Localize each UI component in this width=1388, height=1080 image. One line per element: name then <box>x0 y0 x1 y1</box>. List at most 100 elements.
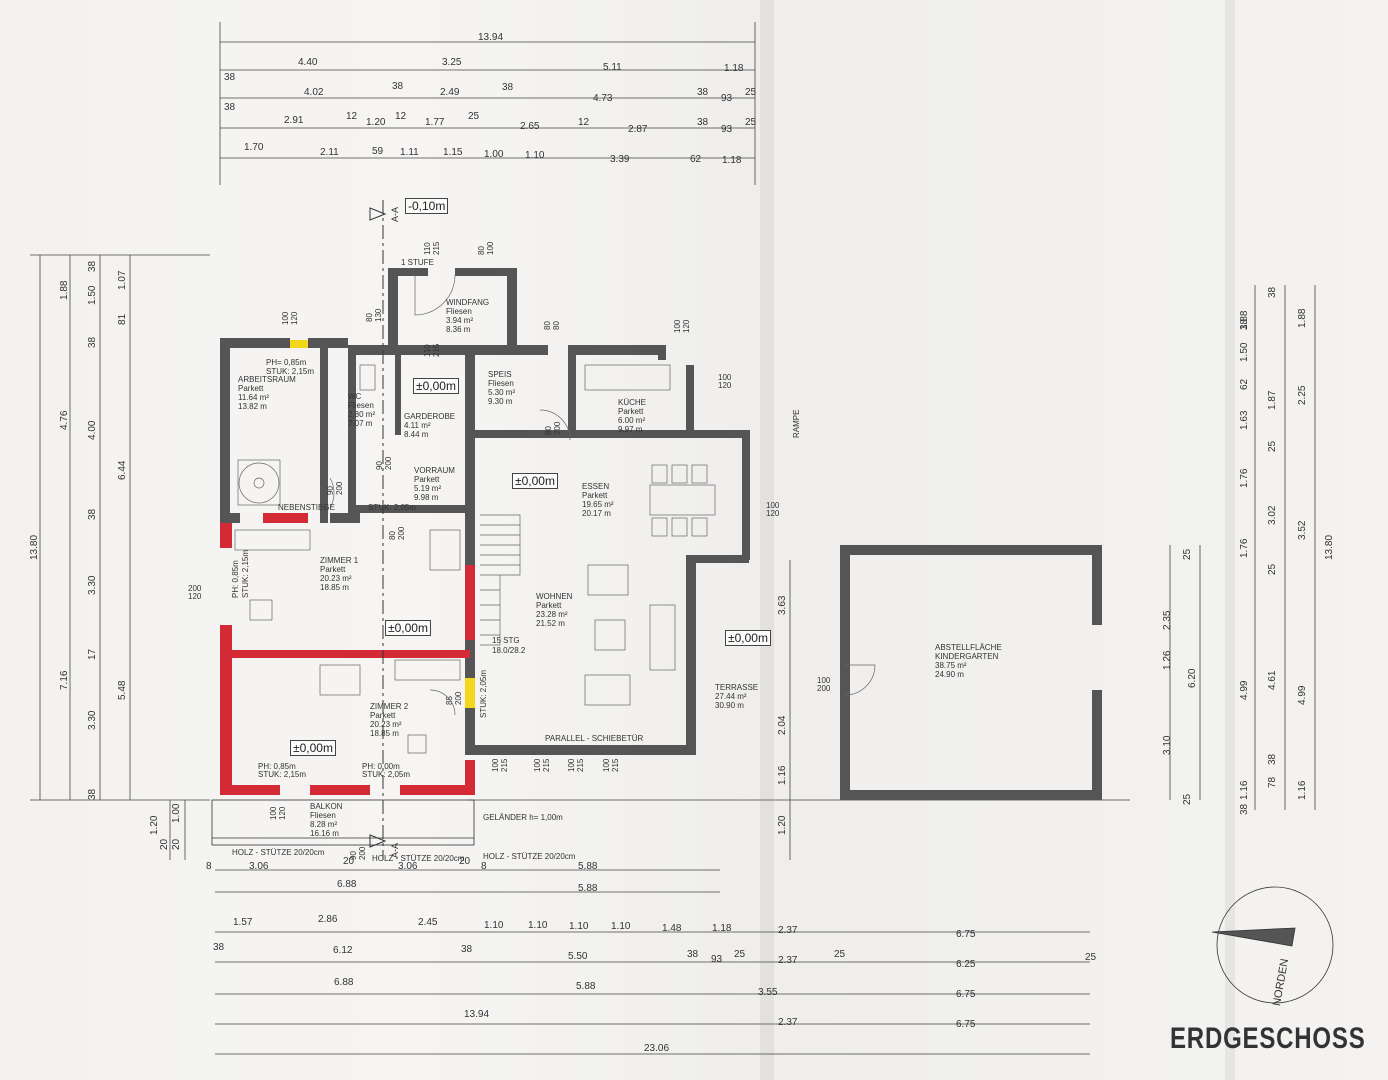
opening-size-label: 120 <box>682 319 691 333</box>
opening-size-label: 200 <box>188 584 202 593</box>
dimension-label-right: 1.16 <box>1239 780 1250 800</box>
dimension-label-right: 1.76 <box>1239 468 1250 488</box>
dimension-label-top: 3.25 <box>442 57 462 68</box>
dimension-label-top: 1.70 <box>244 142 264 153</box>
dimension-label-bottom: 3.55 <box>758 987 778 998</box>
opening-size-label: 100 <box>766 501 780 510</box>
section-marker-icon <box>369 834 387 848</box>
opening-size-label: 100 <box>533 758 542 772</box>
dimension-label-left: 4.76 <box>59 410 70 430</box>
level-marker-essen: ±0,00m <box>512 473 558 489</box>
opening-size-label: 100 <box>281 311 290 325</box>
dimension-label-bottom: 5.88 <box>578 861 598 872</box>
dimension-label-top: 12 <box>346 111 358 122</box>
dimension-label-right: 25 <box>1267 563 1278 575</box>
label-ph-zimmer1: PH: 0,85m <box>231 560 240 598</box>
paper-fold <box>1225 0 1235 1080</box>
dimension-label-right: 2.25 <box>1297 385 1308 405</box>
dimension-label-bottom: 20 <box>459 856 471 867</box>
opening-size-label: 80 <box>365 313 374 322</box>
opening-size-label: 80 <box>388 531 397 540</box>
dimension-label-right: 78 <box>1267 776 1278 788</box>
label-stairs: 15 STG <box>492 636 520 645</box>
dimension-label-right: 25 <box>1267 440 1278 452</box>
level-marker-garderobe: ±0,00m <box>413 378 459 394</box>
dimension-label-left: 1.88 <box>59 280 70 300</box>
dimension-label-bottom: 5.88 <box>576 981 596 992</box>
dimension-label-terrace: 2.04 <box>777 715 788 735</box>
dimension-label-top: 4.02 <box>304 87 324 98</box>
room-essen: ESSEN Parkett 19.65 m² 20.17 m <box>582 482 614 518</box>
opening-size-label: 200 <box>358 846 367 860</box>
opening-size-label: 130 <box>374 308 383 322</box>
dimension-label-bottom: 3.06 <box>249 861 269 872</box>
opening-size-label: 100 <box>269 806 278 820</box>
opening-size-label: 110 <box>423 344 432 357</box>
dimension-label-bottom: 6.88 <box>337 879 357 890</box>
label-nebenstiege: NEBENSTIEGE <box>278 503 335 512</box>
dimension-label-left: 38 <box>87 260 98 272</box>
dimension-label-bottom: 38 <box>687 949 699 960</box>
opening-size-label: 200 <box>335 481 344 495</box>
dimension-label-top: 12 <box>395 111 407 122</box>
yellow-openings <box>290 340 475 708</box>
dimension-label-terrace: 1.16 <box>777 765 788 785</box>
dimension-label-right: 13.80 <box>1324 534 1335 560</box>
dimension-label-top: 1.00 <box>484 149 504 160</box>
dimension-label-top: 38 <box>697 87 709 98</box>
dimension-label-terrace: 3.63 <box>777 595 788 615</box>
dimension-label-left: 6.44 <box>117 460 128 480</box>
opening-size-label: 215 <box>432 343 441 357</box>
level-marker-entrance: -0,10m <box>405 198 449 214</box>
dimension-label-right: 1.50 <box>1239 342 1250 362</box>
dimension-label-top: 93 <box>721 124 733 135</box>
dimension-label-left: 1.50 <box>87 285 98 305</box>
dimension-label-right: 3.52 <box>1297 520 1308 540</box>
dimension-label-top: 38 <box>392 81 404 92</box>
dimension-label-bottom: 93 <box>711 954 723 965</box>
label-stuk-zimmer2: STUK: 2,15m <box>258 770 307 779</box>
dimension-label-top: 1.20 <box>366 117 386 128</box>
dimension-label-bottom: 38 <box>213 942 225 953</box>
room-kueche: KÜCHE Parkett 6.00 m² 9.97 m <box>618 398 647 434</box>
dimension-label-bottom: 5.50 <box>568 951 588 962</box>
dimension-label-bottom: 6.75 <box>956 1019 976 1030</box>
label-stuk-door: STUK: 2,05m <box>479 669 488 718</box>
dimension-label-bottom: 2.86 <box>318 914 338 925</box>
dimension-label-left: 1.00 <box>171 803 182 823</box>
drawing-title: ERDGESCHOSS <box>1170 1022 1366 1055</box>
dimension-label-top: 5.11 <box>603 62 622 73</box>
opening-size-label: 215 <box>611 758 620 772</box>
dimension-label-top: 93 <box>721 93 733 104</box>
dimension-label-bottom: 3.06 <box>398 861 418 872</box>
dimension-label-left: 38 <box>87 788 98 800</box>
dimension-label-top: 12 <box>578 117 590 128</box>
dimension-label-terrace: 1.20 <box>777 815 788 835</box>
dimension-label-right: 1.88 <box>1239 310 1250 330</box>
dimension-label-bottom: 5.88 <box>578 883 598 894</box>
dimension-label-bottom: 25 <box>734 949 746 960</box>
dimension-label-bottom: 6.75 <box>956 989 976 1000</box>
dimension-label-top: 62 <box>690 154 702 165</box>
dimension-label-top: 25 <box>468 111 480 122</box>
label-ph-zimmer2: PH: 0,85m <box>258 762 296 771</box>
opening-size-label: 80 <box>552 321 561 330</box>
dimension-label-top: 25 <box>745 87 757 98</box>
dimension-label-bottom: 1.10 <box>484 920 504 931</box>
label-rampe: RAMPE <box>792 409 801 438</box>
dimension-label-left: 1.20 <box>149 815 160 835</box>
room-wc: WC Fliesen 2.80 m² 7.07 m <box>348 392 376 428</box>
dimension-label-right: 25 <box>1182 548 1193 560</box>
dimension-label-right: 1.76 <box>1239 538 1250 558</box>
opening-size-label: 100 <box>817 676 831 685</box>
dimension-label-right: 3.10 <box>1162 735 1173 755</box>
dimension-label-right: 6.20 <box>1187 668 1198 688</box>
opening-size-label: 120 <box>278 806 287 820</box>
dimension-label-right: 1.87 <box>1267 390 1278 410</box>
dimension-label-right: 1.88 <box>1297 308 1308 328</box>
dimension-label-right: 38 <box>1239 803 1250 815</box>
label-gelaender: GELÄNDER h= 1,00m <box>483 813 563 822</box>
opening-size-label: 200 <box>454 691 463 705</box>
dimension-label-left: 7.16 <box>59 670 70 690</box>
